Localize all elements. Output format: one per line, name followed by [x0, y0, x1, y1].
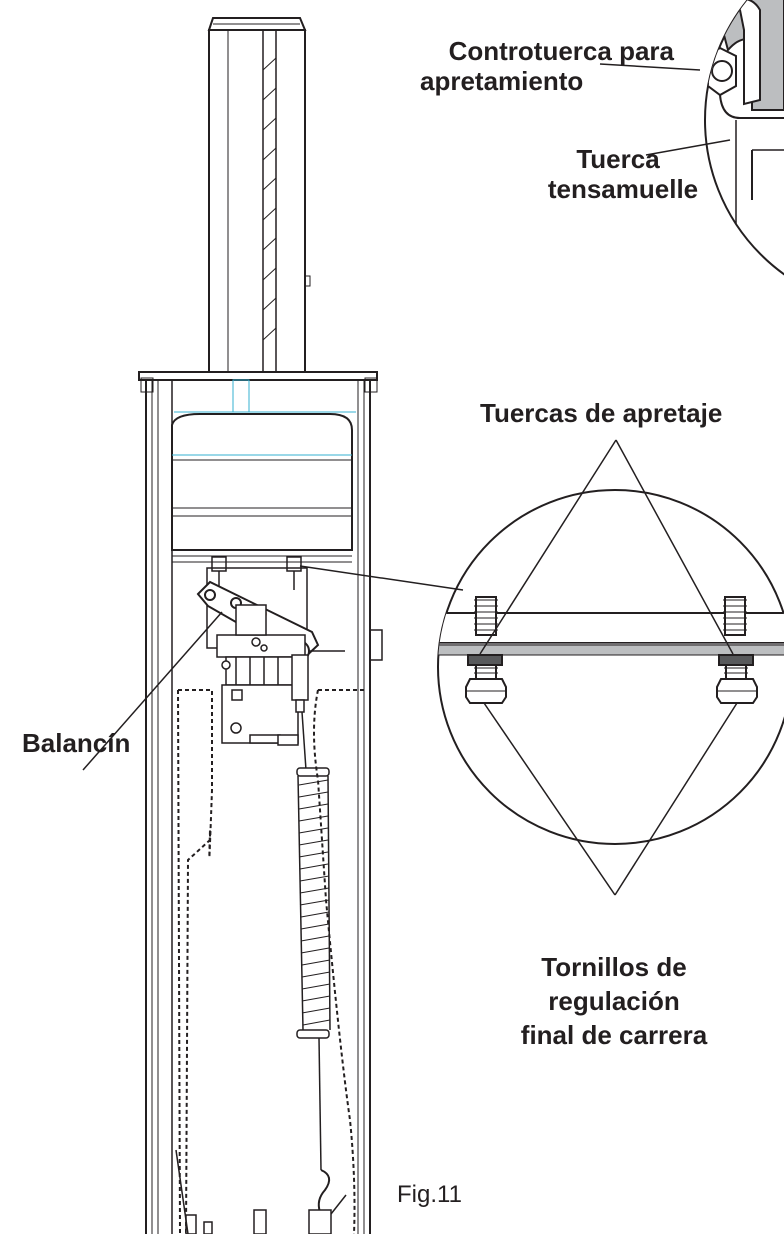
- label-controtuerca-line1: Controtuerca para: [448, 36, 674, 66]
- label-tornillos: Tornillos de regulación final de carrera: [494, 950, 734, 1052]
- label-tuerca-line2: tensamuelle: [547, 174, 699, 204]
- limit-switch-block: [216, 604, 309, 771]
- label-tornillos-line2: regulación: [548, 986, 680, 1016]
- label-tornillos-line1: Tornillos de: [541, 952, 687, 982]
- detail-circle-bottom: [437, 489, 784, 845]
- label-tuerca-line1: Tuerca: [576, 144, 660, 174]
- detail-circle-top: [704, 0, 784, 276]
- upper-post: [207, 17, 311, 373]
- base-fittings: [175, 1149, 267, 1235]
- label-controtuerca-line2: apretamiento: [420, 66, 584, 96]
- figure-number: Fig.11: [397, 1181, 462, 1208]
- label-tuercas-apretaje: Tuercas de apretaje: [480, 398, 723, 428]
- label-controtuerca: Controtuerca para apretamiento: [404, 36, 674, 96]
- label-tornillos-line3: final de carrera: [520, 1020, 708, 1050]
- cabinet: [138, 371, 383, 1234]
- leader-lines: [82, 63, 738, 896]
- label-tuerca-tensamuelle: Tuerca tensamuelle: [528, 144, 718, 204]
- dashed-outline: [177, 689, 364, 1235]
- label-balancin: Balancín: [22, 728, 131, 758]
